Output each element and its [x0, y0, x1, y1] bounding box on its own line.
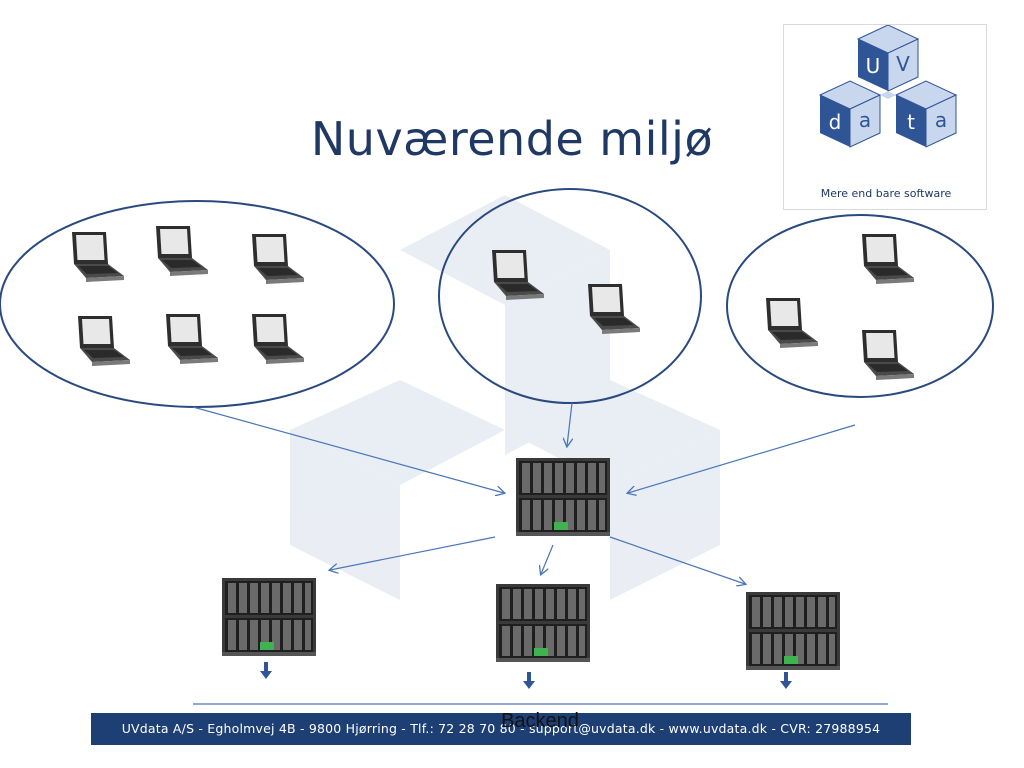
- down-arrow-icon: [260, 662, 272, 679]
- laptop-icon: [252, 314, 304, 364]
- laptop-icon: [252, 234, 304, 284]
- laptop-icon: [78, 316, 130, 366]
- laptop-icon: [862, 234, 914, 284]
- laptop-icon: [862, 330, 914, 380]
- down-arrow-icon: [523, 672, 535, 689]
- connection-arrow: [192, 406, 504, 493]
- backend-server-icon: [222, 578, 316, 656]
- client-group-left: [0, 200, 395, 408]
- logo-letter-v: V: [896, 52, 910, 76]
- laptop-icon: [166, 314, 218, 364]
- backend-label: Backend: [501, 710, 579, 732]
- page-title: Nuværende miljø: [310, 112, 714, 166]
- watermark-logo: [290, 195, 720, 600]
- laptop-icon: [156, 226, 208, 276]
- down-arrow-icon: [780, 672, 792, 689]
- logo-tagline: Mere end bare software: [820, 187, 952, 200]
- client-group-center: [438, 188, 702, 404]
- connection-arrow: [567, 402, 572, 446]
- logo-letter-u: U: [866, 54, 881, 78]
- logo-letter-t: t: [907, 110, 915, 134]
- connection-arrow: [330, 536, 496, 570]
- connection-arrow: [541, 544, 554, 574]
- logo-letter-a1: a: [859, 108, 871, 132]
- laptop-icon: [766, 298, 818, 348]
- company-logo: U V d a t a Mere end bare software: [783, 24, 987, 210]
- laptop-icon: [72, 232, 124, 282]
- connection-arrow: [628, 424, 856, 493]
- logo-letter-a2: a: [935, 108, 947, 132]
- footer-bar: UVdata A/S - Egholmvej 4B - 9800 Hjørrin…: [91, 713, 911, 745]
- connection-arrow: [609, 536, 745, 584]
- logo-letter-d: d: [829, 110, 842, 134]
- client-group-right: [726, 214, 994, 398]
- backend-server-icon: [496, 584, 590, 662]
- footer-text: UVdata A/S - Egholmvej 4B - 9800 Hjørrin…: [121, 721, 881, 736]
- central-server-icon: [516, 458, 610, 536]
- backend-server-icon: [746, 592, 840, 670]
